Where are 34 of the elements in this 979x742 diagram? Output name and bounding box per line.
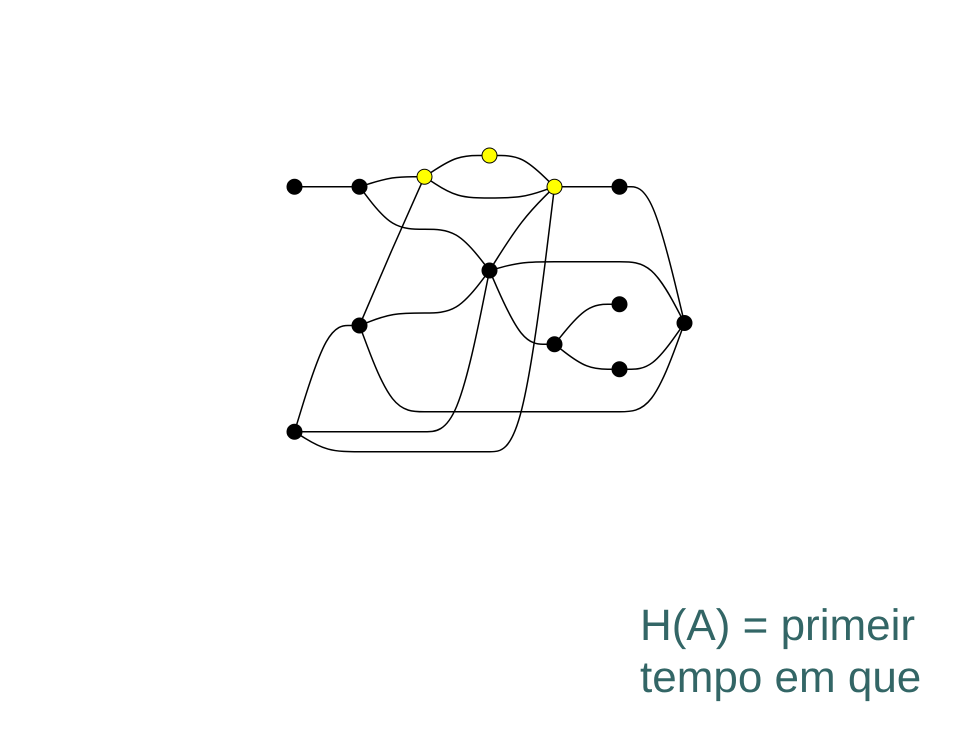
- connector: [302, 278, 489, 433]
- node-circle: [612, 178, 628, 195]
- connector: [302, 186, 352, 188]
- connector: [562, 186, 612, 188]
- node-circle: [352, 178, 368, 195]
- node-circle: [612, 296, 628, 312]
- connector: [300, 194, 554, 453]
- connector: [366, 276, 486, 324]
- node-circle: [546, 336, 562, 352]
- connector: [496, 261, 682, 317]
- connector: [492, 277, 547, 346]
- node-circle: [482, 148, 498, 164]
- node-circle: [286, 178, 302, 195]
- connector: [627, 186, 684, 316]
- connector: [558, 304, 612, 340]
- connector: [430, 154, 482, 174]
- node-circle: [546, 178, 562, 195]
- connector: [497, 154, 550, 182]
- connector: [362, 183, 422, 320]
- connector: [560, 348, 612, 370]
- connector: [430, 180, 548, 199]
- node-circle: [416, 168, 432, 185]
- node-circle: [286, 424, 302, 440]
- connector: [366, 176, 417, 186]
- node-circle: [482, 262, 498, 279]
- node-circle: [612, 361, 628, 378]
- note-text: H(A) = primeir tempo em que: [640, 600, 922, 704]
- connector: [492, 192, 550, 265]
- connector: [361, 330, 683, 413]
- connector: [296, 324, 352, 425]
- connector: [363, 192, 486, 266]
- node-circle: [352, 318, 368, 334]
- connector: [627, 328, 681, 370]
- node-circle: [676, 315, 692, 332]
